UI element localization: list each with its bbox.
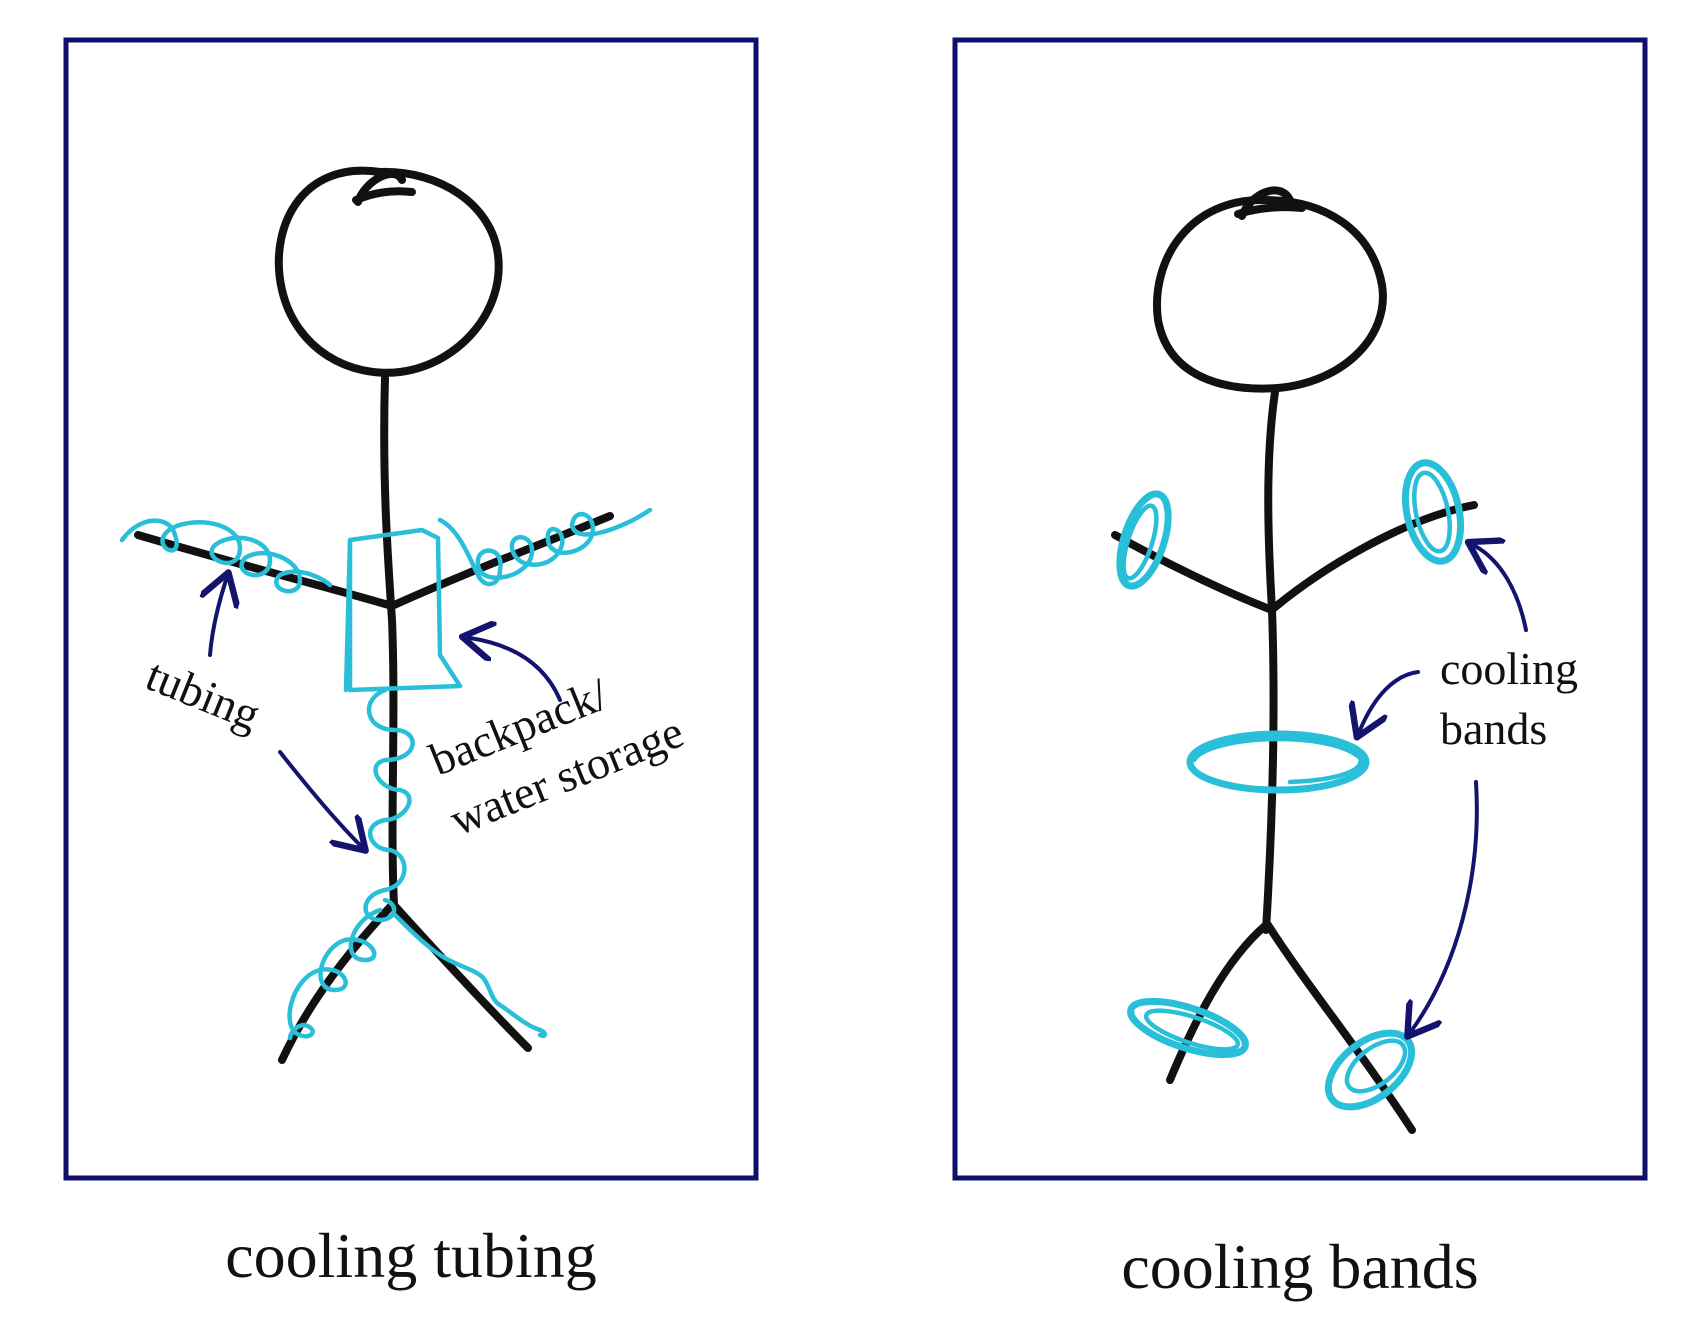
arrow-band-waist <box>1360 670 1420 730</box>
band-waist <box>1186 730 1370 794</box>
band-left-wrist <box>1116 490 1172 590</box>
right-arm-tubing <box>437 507 653 587</box>
hair-line <box>1234 203 1306 218</box>
label-cooling-bands-line2: bands <box>1440 703 1547 754</box>
band-left-ankle-inner <box>1143 1008 1241 1052</box>
left-arm <box>1111 531 1276 614</box>
band-right-wrist-inner <box>1412 470 1452 554</box>
right-leg-tubing <box>392 912 548 1039</box>
head <box>1153 195 1387 393</box>
panel-frame-right <box>952 37 1648 1181</box>
stick-figure-right <box>1111 186 1478 1134</box>
cooling-bands <box>1116 459 1464 1111</box>
panel-frame-left <box>63 37 759 1181</box>
label-cooling-bands-line1: cooling <box>1440 643 1578 694</box>
band-waist-inner <box>1191 736 1363 785</box>
panel-cooling-tubing: tubing backpack/ water storage cooling t… <box>63 37 759 1291</box>
caption-cooling-bands: cooling bands <box>1121 1231 1478 1302</box>
hair-line <box>352 187 416 204</box>
torso <box>1262 388 1279 934</box>
arrow-tubing-up <box>210 580 226 657</box>
annotation-arrows-left <box>210 580 562 845</box>
left-arm-tubing <box>119 518 333 594</box>
torso-tubing <box>363 687 415 923</box>
backpack <box>343 527 463 693</box>
caption-cooling-tubing: cooling tubing <box>225 1220 597 1291</box>
torso <box>380 374 398 909</box>
arrow-tubing-down <box>278 750 360 845</box>
head <box>274 166 503 377</box>
arrow-band-ankle <box>1412 780 1479 1030</box>
stick-figure-left <box>134 166 614 1064</box>
left-leg <box>1166 921 1270 1084</box>
arrow-band-right-wrist <box>1475 546 1528 632</box>
right-leg <box>390 901 532 1052</box>
arrow-backpack <box>470 638 562 702</box>
cooling-tubing <box>119 507 653 1041</box>
band-right-ankle-inner <box>1344 1038 1408 1094</box>
panel-cooling-bands: cooling bands cooling bands <box>952 37 1648 1302</box>
band-right-wrist <box>1402 459 1464 565</box>
right-arm <box>1270 501 1478 612</box>
label-tubing: tubing <box>139 649 267 740</box>
left-leg-tubing <box>287 907 383 1041</box>
band-left-ankle <box>1127 997 1249 1059</box>
right-leg <box>1264 921 1416 1134</box>
annotation-arrows-right <box>1360 546 1528 1030</box>
band-right-ankle <box>1324 1029 1416 1111</box>
band-left-wrist-inner <box>1121 503 1159 581</box>
